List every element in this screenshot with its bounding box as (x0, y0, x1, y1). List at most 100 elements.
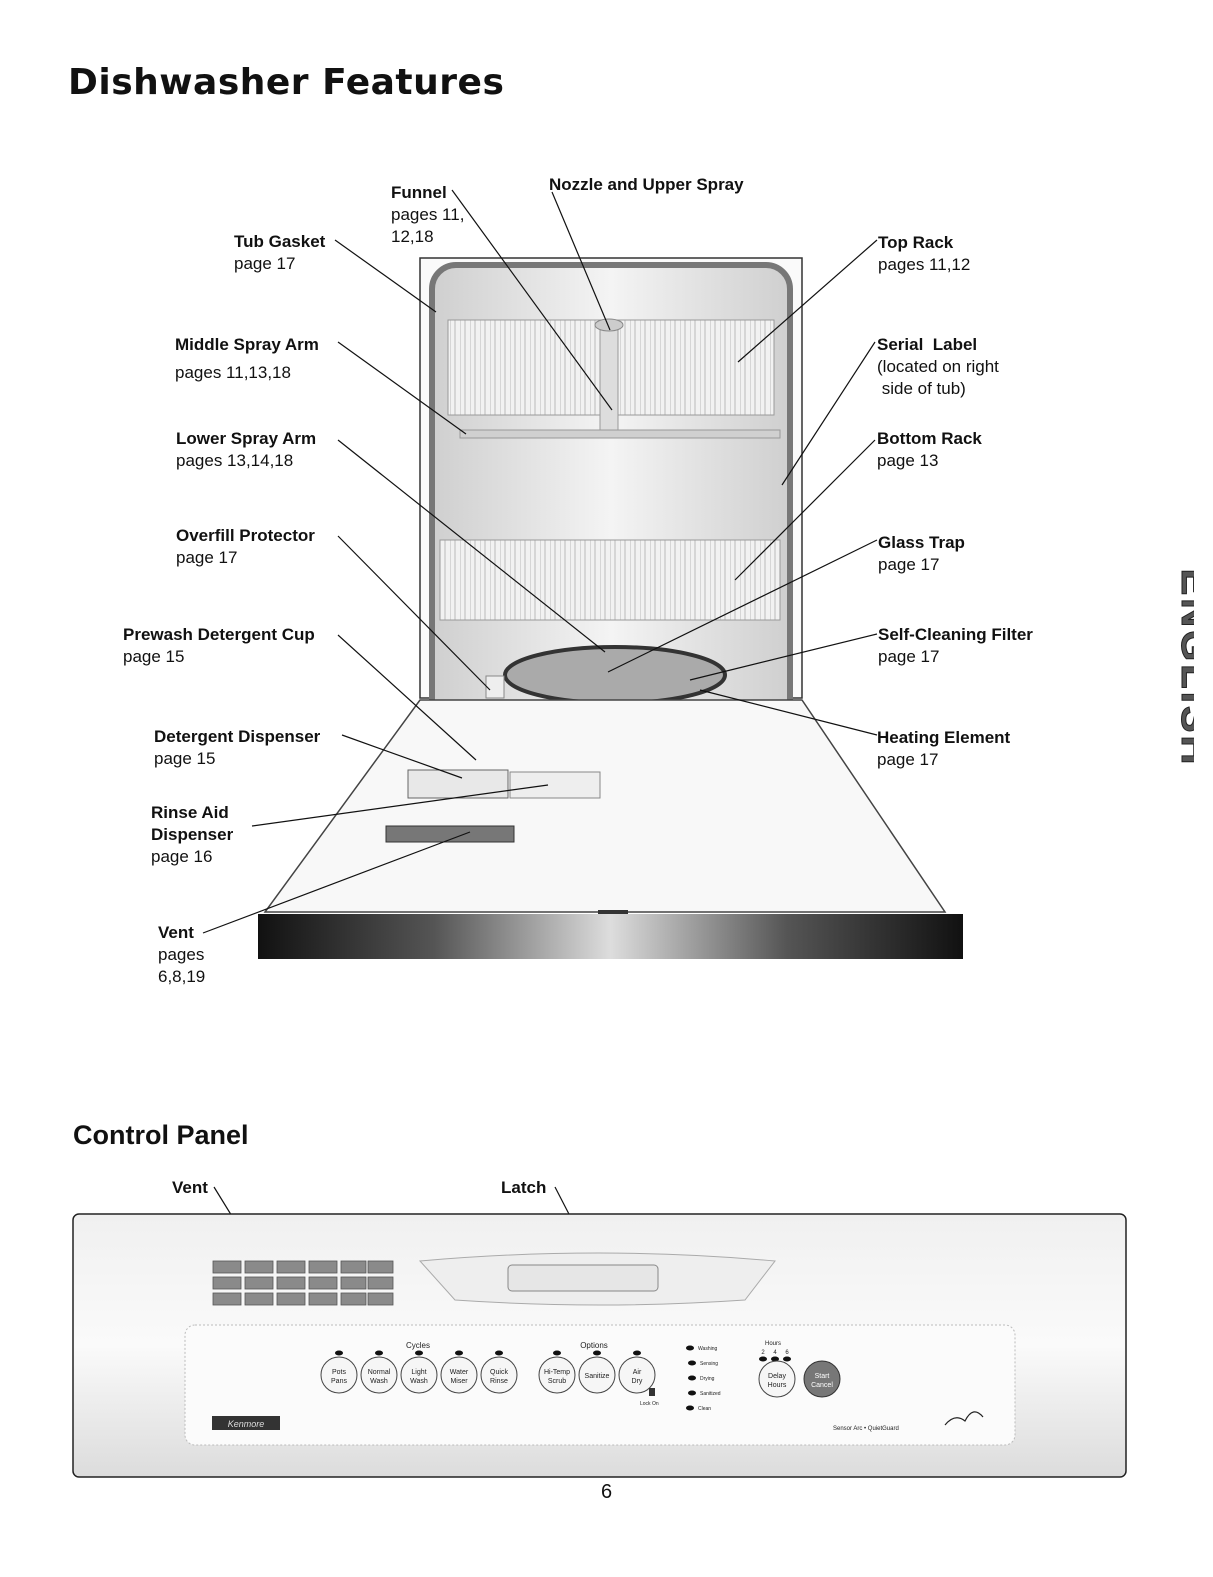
prewash-cup-page: page 15 (123, 647, 185, 666)
page-title: Dishwasher Features (68, 62, 505, 103)
overfill-protector-name: Overfill Protector (176, 526, 315, 545)
option-3-line-2: Dry (632, 1378, 643, 1385)
cycle-button-light-wash (400, 1356, 438, 1394)
cycle-button-quick-rinse (480, 1356, 518, 1394)
middle-spray-arm-shape (459, 429, 781, 439)
vent-page-2: 6,8,19 (158, 967, 206, 986)
status-clean: Clean (698, 1406, 711, 1412)
prewash-cup-name: Prewash Detergent Cup (123, 625, 315, 644)
dishwasher-illustration (202, 189, 963, 959)
middle-spray-arm-page: pages 11,13,18 (175, 363, 291, 382)
cycle-buttons (320, 1356, 796, 1398)
page-number: 6 (600, 1481, 613, 1503)
vent-page-1: pages (158, 945, 205, 964)
language-side-tab: ENGLISH (1148, 568, 1194, 768)
cycle-button-normal-wash (360, 1356, 398, 1394)
start-line-1: Start (815, 1373, 830, 1380)
bottom-rack-name: Bottom Rack (877, 429, 982, 448)
vent-name: Vent (158, 923, 194, 942)
door-front-bar (258, 914, 963, 959)
heating-element-page: page 17 (877, 750, 939, 769)
option-1-line-1: Hi-Temp (544, 1369, 570, 1376)
hours-heading: Hours (765, 1341, 781, 1347)
cycle-4-line-2: Miser (450, 1378, 468, 1385)
option-button-sanitize (578, 1356, 616, 1394)
top-rack-name: Top Rack (878, 233, 954, 252)
brand-text: Kenmore (228, 1419, 265, 1429)
nozzle-tube-shape (599, 329, 619, 431)
serial-label-name: Serial Label (877, 335, 978, 354)
funnel-page-1: pages 11, (391, 205, 465, 224)
nozzle-name: Nozzle and Upper Spray (549, 175, 744, 194)
latch-callout: Latch (501, 1178, 546, 1197)
glass-trap-label: Glass Trap page 17 (878, 532, 965, 576)
self-cleaning-filter-page: page 17 (878, 647, 940, 666)
start-cancel-button (803, 1360, 841, 1398)
door-panel (263, 699, 947, 913)
option-button-air-dry (618, 1356, 656, 1394)
cycle-3-line-2: Wash (410, 1378, 428, 1385)
bottom-right-text: Sensor Arc • QuietGuard (833, 1426, 899, 1432)
lock-icon (649, 1388, 655, 1396)
self-cleaning-filter-label: Self-Cleaning Filter page 17 (878, 624, 1033, 668)
overfill-protector-shape (485, 675, 505, 699)
tub-gasket-name: Tub Gasket (234, 232, 326, 251)
side-tab-text: ENGLISH (1173, 569, 1194, 768)
detergent-dispenser-name: Detergent Dispenser (154, 727, 321, 746)
bottom-rack-page: page 13 (877, 451, 939, 470)
hours-value-2: 4 (773, 1350, 777, 1356)
rinse-aid-name-1: Rinse Aid (151, 803, 229, 822)
glass-trap-name: Glass Trap (878, 533, 965, 552)
panel-vent (212, 1260, 394, 1306)
cycle-button-water-miser (440, 1356, 478, 1394)
funnel-page-2: 12,18 (391, 227, 434, 246)
control-panel-heading: Control Panel (73, 1120, 249, 1150)
serial-label-label: Serial Label (located on right side of t… (877, 334, 999, 400)
status-washing: Washing (698, 1346, 717, 1352)
serial-label-line-1: (located on right (877, 357, 999, 376)
control-panel-illustration: Vent Latch Cycles Options Hours 2 4 6 Po… (72, 1178, 1127, 1478)
rinse-aid-label: Rinse Aid Dispenser page 16 (151, 802, 233, 868)
status-drying: Drying (700, 1376, 715, 1382)
door-vent-shape (385, 825, 515, 843)
detergent-dispenser-label: Detergent Dispenser page 15 (154, 726, 320, 770)
middle-spray-arm-name: Middle Spray Arm (175, 335, 319, 354)
option-2-line-1: Sanitize (585, 1373, 610, 1380)
detergent-dispenser-shape (407, 769, 509, 799)
heating-element-label: Heating Element page 17 (877, 727, 1010, 771)
detergent-dispenser-page: page 15 (154, 749, 216, 768)
rinse-aid-name-2: Dispenser (151, 825, 234, 844)
cycle-button-pots-pans (320, 1356, 358, 1394)
glass-trap-page: page 17 (878, 555, 940, 574)
bottom-rack-label: Bottom Rack page 13 (877, 428, 982, 472)
tub-gasket-page: page 17 (234, 254, 296, 273)
self-cleaning-filter-name: Self-Cleaning Filter (878, 625, 1033, 644)
overfill-protector-label: Overfill Protector page 17 (176, 525, 315, 569)
heating-element-name: Heating Element (877, 728, 1011, 747)
option-3-line-1: Air (633, 1369, 642, 1376)
cycle-4-line-1: Water (450, 1369, 469, 1376)
status-sensing: Sensing (700, 1361, 718, 1367)
top-rack-label: Top Rack pages 11,12 (878, 232, 970, 276)
funnel-label: Funnel pages 11, 12,18 (391, 182, 464, 248)
brand-badge (212, 1416, 280, 1430)
vent-label: Vent pages 6,8,19 (158, 922, 205, 988)
start-line-2: Cancel (811, 1382, 833, 1389)
tub-gasket-label: Tub Gasket page 17 (234, 231, 325, 275)
filter-shape (503, 645, 727, 705)
overfill-protector-page: page 17 (176, 548, 238, 567)
cycle-5-line-2: Rinse (490, 1378, 508, 1385)
nozzle-label: Nozzle and Upper Spray (549, 174, 744, 196)
prewash-cup-label: Prewash Detergent Cup page 15 (123, 624, 315, 668)
cycle-3-line-1: Light (411, 1369, 426, 1376)
bottom-rack-shape (439, 539, 781, 621)
funnel-name: Funnel (391, 183, 447, 202)
rinse-aid-page: page 16 (151, 847, 213, 866)
option-button-hi-temp-scrub (538, 1356, 576, 1394)
cycle-1-line-2: Pans (331, 1378, 347, 1385)
delay-line-2: Hours (768, 1382, 787, 1389)
lock-on-text: Lock On (640, 1401, 659, 1407)
serial-label-line-2: side of tub) (877, 379, 966, 398)
cycle-2-line-2: Wash (370, 1378, 388, 1385)
options-heading: Options (580, 1341, 608, 1350)
